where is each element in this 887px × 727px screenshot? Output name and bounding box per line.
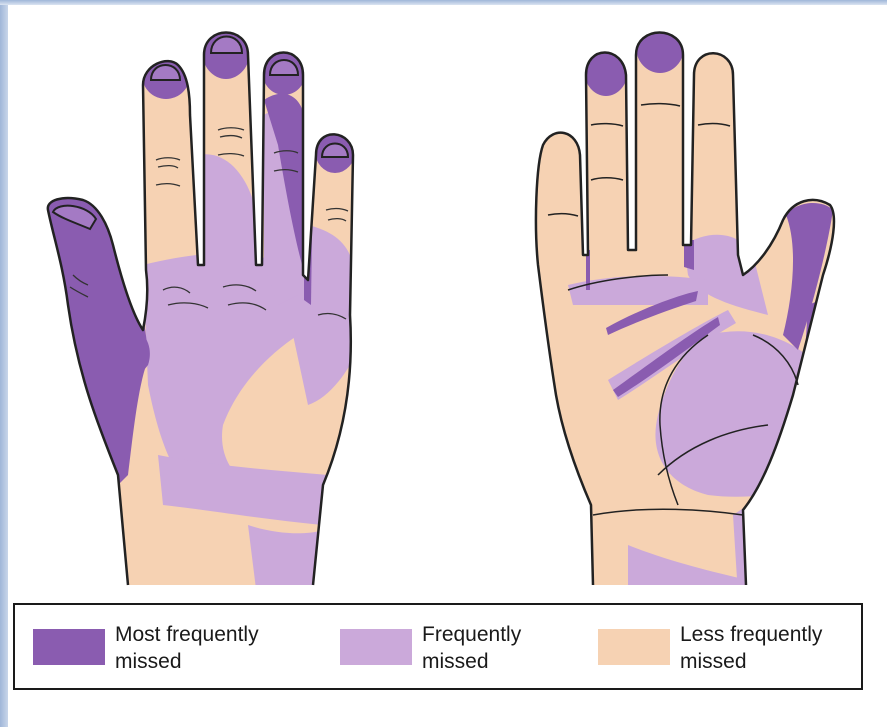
palm-of-hand (508, 5, 887, 605)
legend-label-line1: Frequently (422, 621, 597, 648)
back-of-hand (8, 5, 448, 605)
legend-label-line2: missed (680, 648, 855, 675)
legend-label-less-frequently-missed: Less frequently missed (680, 621, 855, 675)
legend-label-frequently-missed: Frequently missed (422, 621, 597, 675)
legend-label-line1: Most frequently (115, 621, 290, 648)
window-frame-left (0, 0, 8, 727)
legend: Most frequently missed Frequently missed… (13, 603, 863, 690)
legend-label-most-frequently-missed: Most frequently missed (115, 621, 290, 675)
legend-label-line2: missed (115, 648, 290, 675)
legend-label-line2: missed (422, 648, 597, 675)
hand-hygiene-diagram (8, 5, 887, 605)
legend-label-line1: Less frequently (680, 621, 855, 648)
legend-swatch-less-frequently-missed (598, 629, 670, 665)
legend-swatch-most-frequently-missed (33, 629, 105, 665)
legend-swatch-frequently-missed (340, 629, 412, 665)
